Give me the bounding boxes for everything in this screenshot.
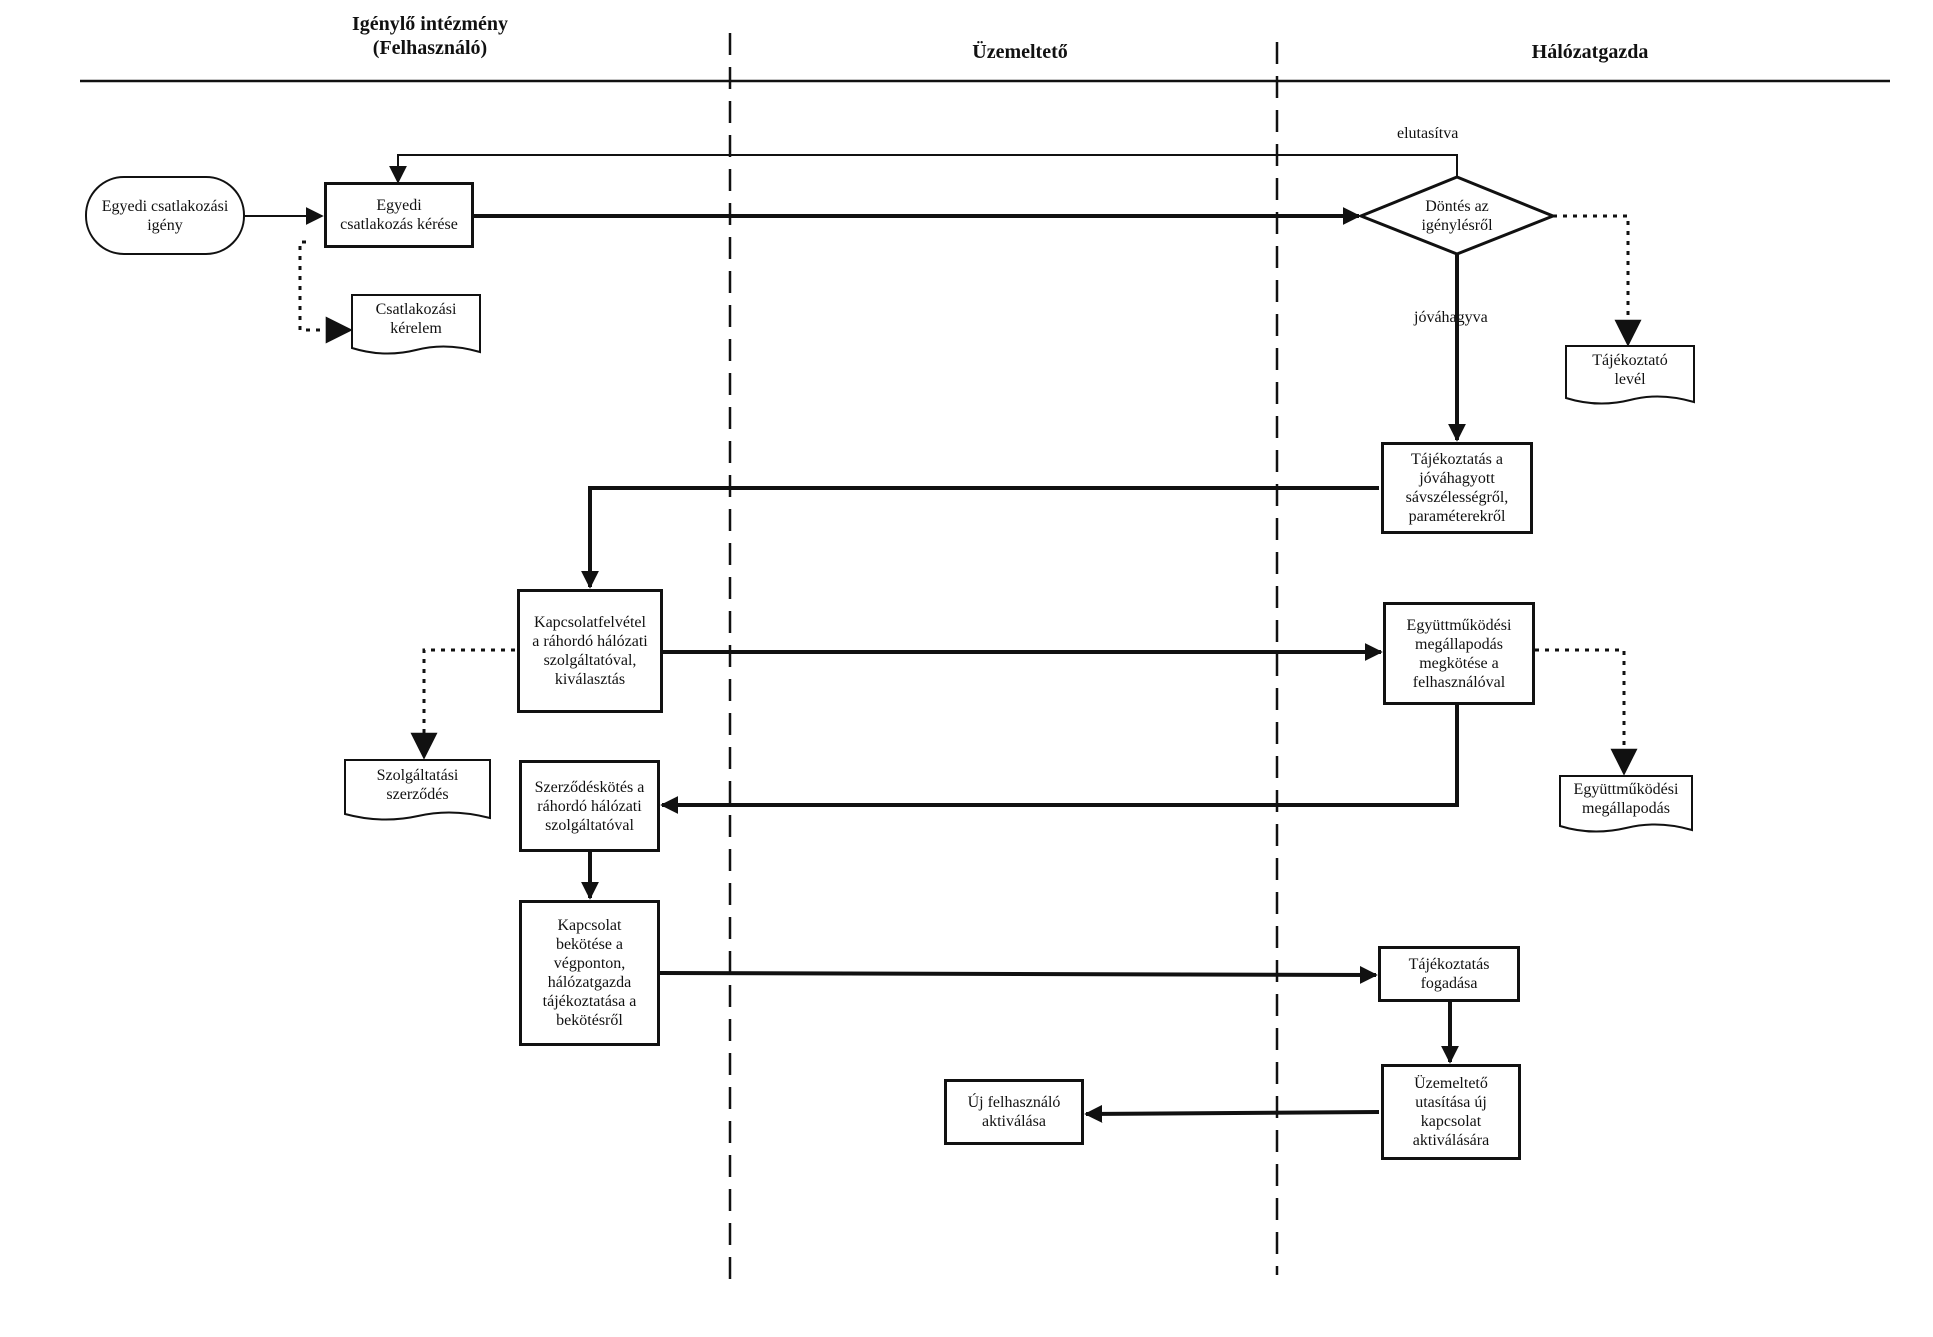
request-doc-shape bbox=[351, 294, 481, 355]
lane-header-user: Igénylő intézmény (Felhasználó) bbox=[351, 13, 509, 59]
dotted-coop-to-coop-doc bbox=[1535, 648, 1638, 776]
request-doc: Csatlakozási kérelem bbox=[375, 301, 457, 337]
info-bandwidth-process: Tájékoztatás a jóváhagyott sávszélességr… bbox=[1381, 442, 1533, 534]
coop-agreement-doc-shape bbox=[1559, 775, 1693, 833]
lane-header-owner: Hálózatgazda bbox=[1531, 41, 1649, 63]
service-contract-doc-shape bbox=[344, 759, 491, 821]
contact-provider-process: Kapcsolatfelvétel a ráhordó hálózati szo… bbox=[517, 589, 663, 713]
activate-user-process: Új felhasználó aktiválása bbox=[944, 1079, 1084, 1145]
service-contract-doc: Szolgáltatási szerződés bbox=[376, 767, 459, 803]
start-terminator: Egyedi csatlakozási igény bbox=[101, 197, 229, 234]
dotted-request-to-doc bbox=[298, 240, 353, 344]
arrow-rejected bbox=[389, 154, 1458, 184]
decision-diamond: Döntés az igénylésről bbox=[1421, 198, 1493, 234]
arrow-instruct-to-activate bbox=[1084, 1104, 1380, 1123]
contract-provider-process: Szerződéskötés a ráhordó hálózati szolgá… bbox=[519, 760, 660, 852]
coop-agreement-doc: Együttműködési megállapodás bbox=[1573, 781, 1679, 817]
dotted-contact-to-service-doc bbox=[410, 648, 515, 760]
receive-info-process: Tájékoztatás fogadása bbox=[1378, 946, 1520, 1002]
coop-agreement-process: Együttműködési megállapodás megkötése a … bbox=[1383, 602, 1535, 705]
request-process: Egyedi csatlakozás kérése bbox=[324, 182, 474, 248]
arrow-coop-to-contract bbox=[660, 705, 1459, 814]
arrow-info-to-contact bbox=[581, 486, 1379, 589]
info-letter-doc-shape bbox=[1565, 345, 1695, 405]
instruct-operator-process: Üzemeltető utasítása új kapcsolat aktivá… bbox=[1381, 1064, 1521, 1160]
lane-header-operator: Üzemeltető bbox=[972, 41, 1068, 63]
approved-label: jóváhagyva bbox=[1414, 309, 1488, 326]
info-letter-doc: Tájékoztató levél bbox=[1592, 352, 1668, 388]
dotted-decision-to-letter bbox=[1553, 214, 1642, 347]
rejected-label: elutasítva bbox=[1397, 125, 1459, 142]
connect-process: Kapcsolat bekötése a végponton, hálózatg… bbox=[519, 900, 660, 1046]
arrow-connect-to-receive bbox=[659, 965, 1378, 984]
